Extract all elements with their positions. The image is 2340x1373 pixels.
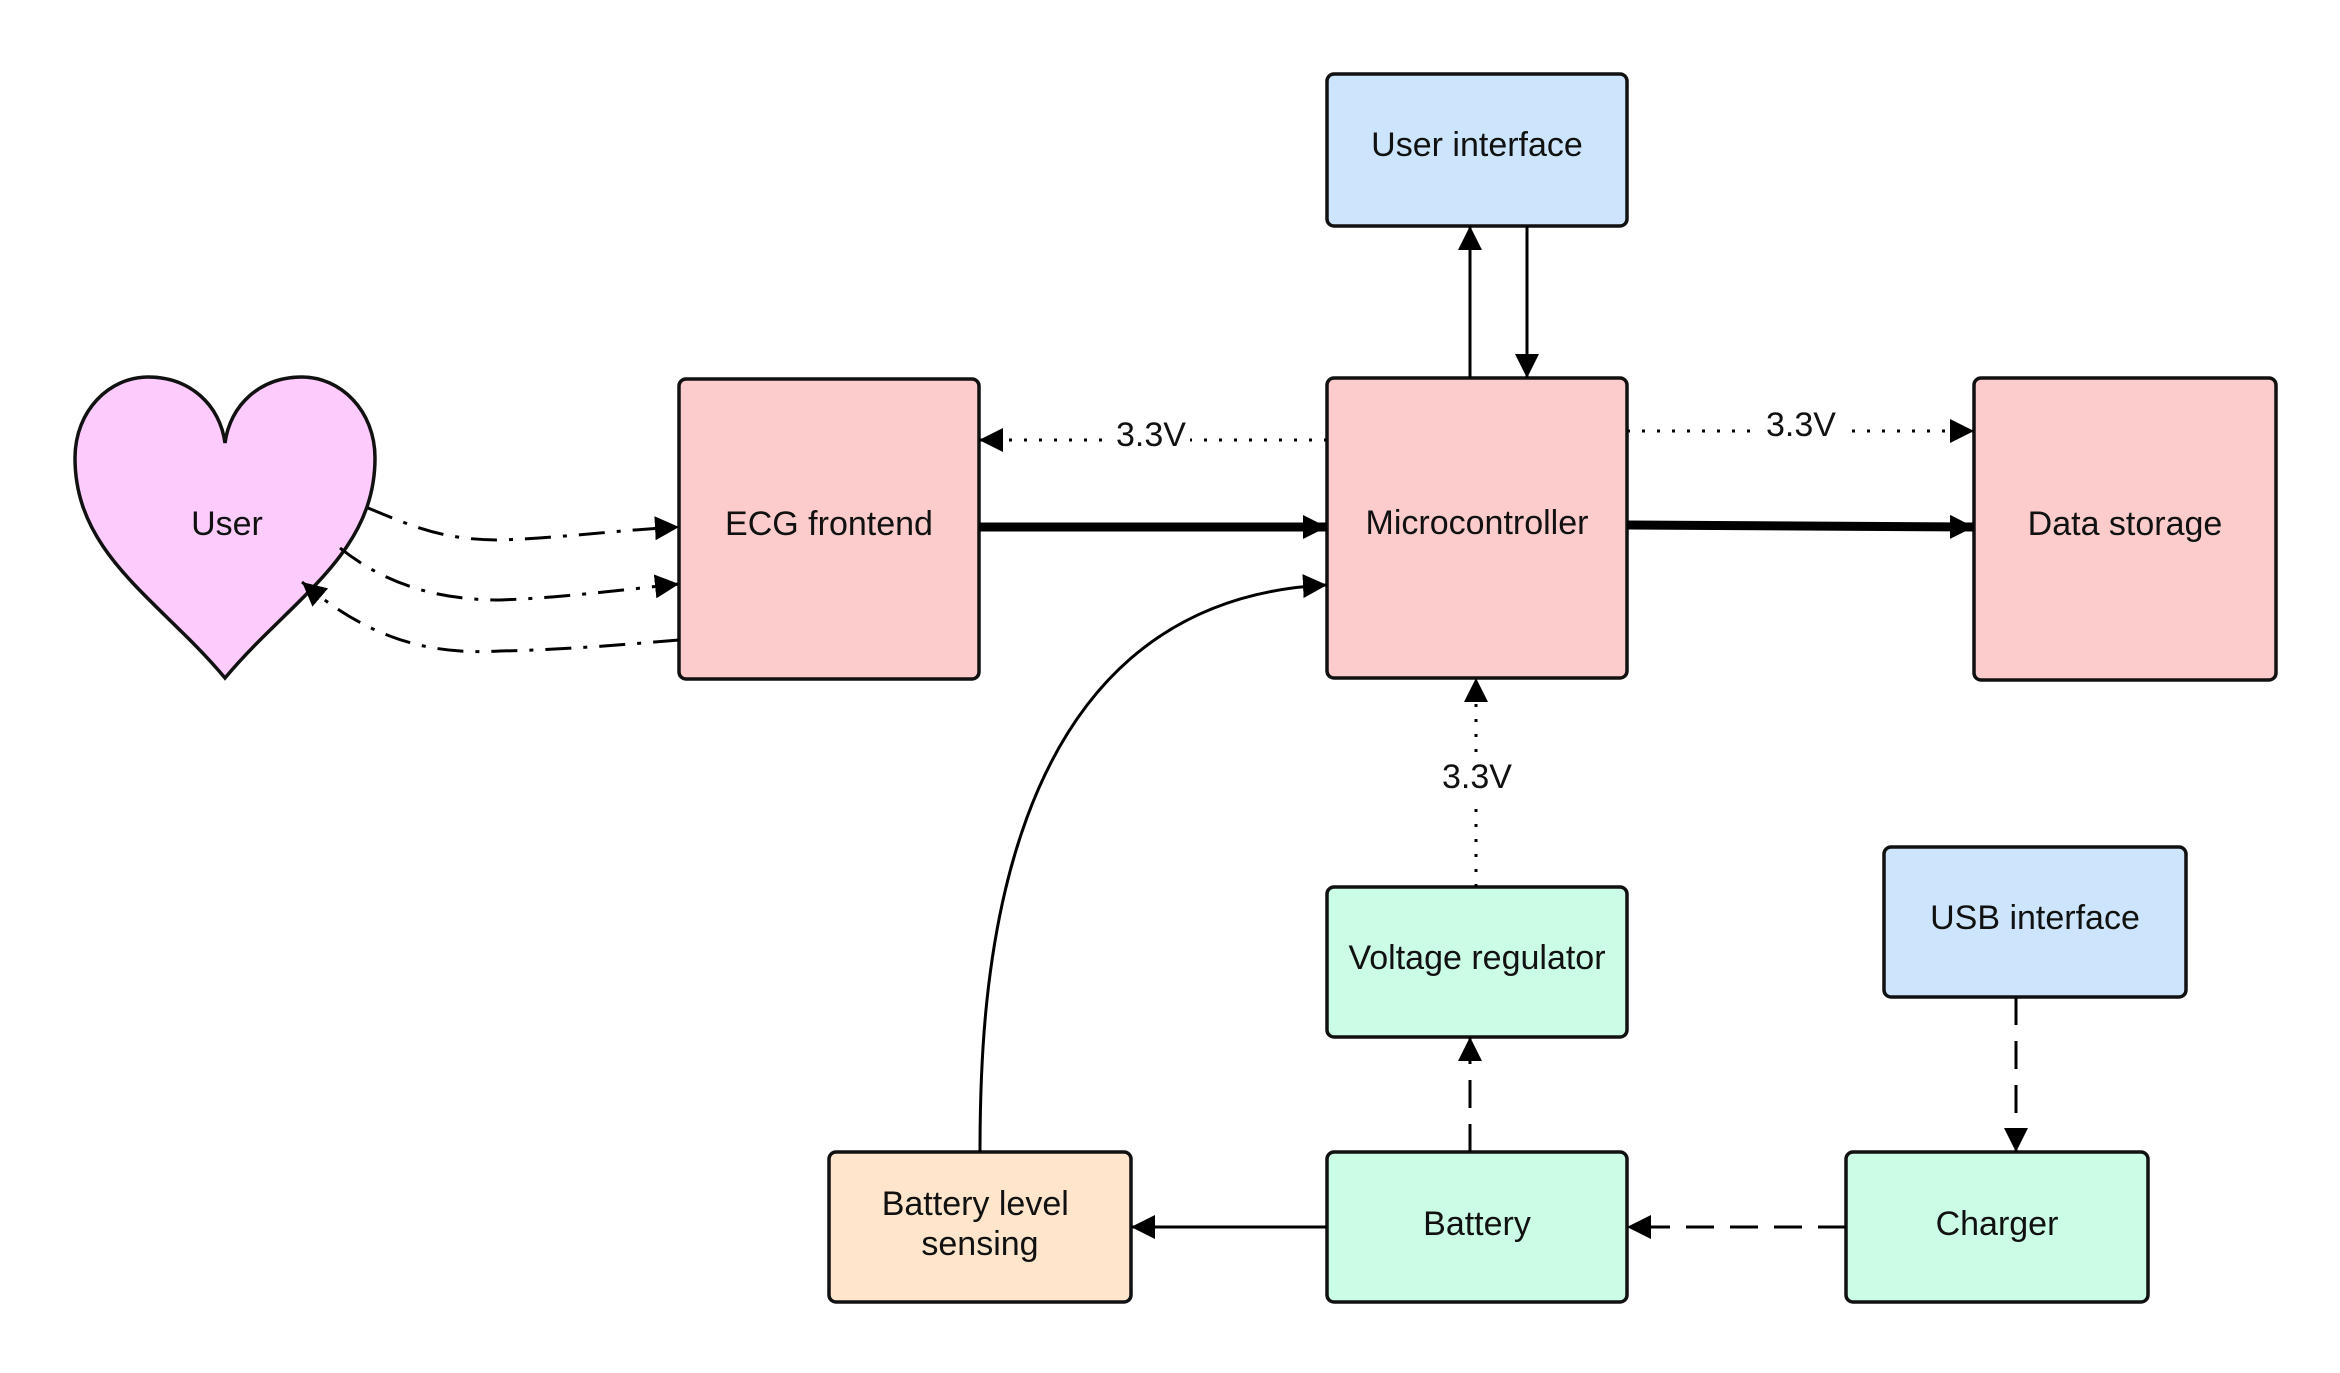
edge-ecg-to-user bbox=[301, 580, 680, 654]
edge-label-mcu-ecg: 3.3V bbox=[1116, 416, 1186, 454]
usb-interface-node: USB interface bbox=[1882, 845, 2188, 999]
ecg-frontend-label: ECG frontend bbox=[725, 505, 933, 543]
user-label: User bbox=[191, 505, 263, 543]
charger-label: Charger bbox=[1936, 1205, 2059, 1243]
edge-label-bg-3 bbox=[1436, 756, 1518, 800]
battery-level-sensing-node: Battery level sensing bbox=[827, 1150, 1133, 1304]
user-interface-label: User interface bbox=[1371, 126, 1583, 164]
data-storage-node: Data storage bbox=[1972, 376, 2278, 682]
charger-node: Charger bbox=[1844, 1150, 2150, 1304]
edge-label-mcu-storage: 3.3V bbox=[1766, 406, 1836, 444]
battery-level-sensing-line-1: Battery level bbox=[882, 1185, 1069, 1223]
voltage-regulator-label: Voltage regulator bbox=[1348, 939, 1605, 977]
usb-interface-box bbox=[1882, 845, 2188, 999]
battery-level-sensing-label: Battery level sensing bbox=[882, 1185, 1079, 1263]
microcontroller-node: Microcontroller bbox=[1325, 376, 1629, 680]
edge-label-bg-1 bbox=[1112, 416, 1190, 460]
data-storage-label: Data storage bbox=[2028, 505, 2223, 543]
user-interface-node: User interface bbox=[1325, 72, 1629, 228]
usb-interface-label: USB interface bbox=[1930, 899, 2140, 937]
edge-microcontroller-to-storage bbox=[1626, 514, 1975, 539]
battery-level-sensing-line-2: sensing bbox=[921, 1225, 1038, 1263]
edge-user-to-ecg-1 bbox=[367, 506, 680, 542]
ecg-frontend-node: ECG frontend bbox=[677, 377, 981, 681]
edge-label-bg-2 bbox=[1762, 405, 1840, 449]
edge-label-regulator-mcu: 3.3V bbox=[1442, 758, 1512, 796]
battery-node: Battery bbox=[1325, 1150, 1629, 1304]
data-storage-box bbox=[1972, 376, 2278, 682]
user-node: User bbox=[73, 375, 377, 681]
edge-user-to-ecg-2 bbox=[339, 546, 680, 602]
edge-sensing-to-microcontroller bbox=[978, 574, 1328, 1153]
battery-label: Battery bbox=[1423, 1205, 1531, 1243]
heart-shape bbox=[73, 375, 377, 681]
voltage-regulator-node: Voltage regulator bbox=[1325, 885, 1629, 1039]
microcontroller-label: Microcontroller bbox=[1366, 504, 1589, 542]
